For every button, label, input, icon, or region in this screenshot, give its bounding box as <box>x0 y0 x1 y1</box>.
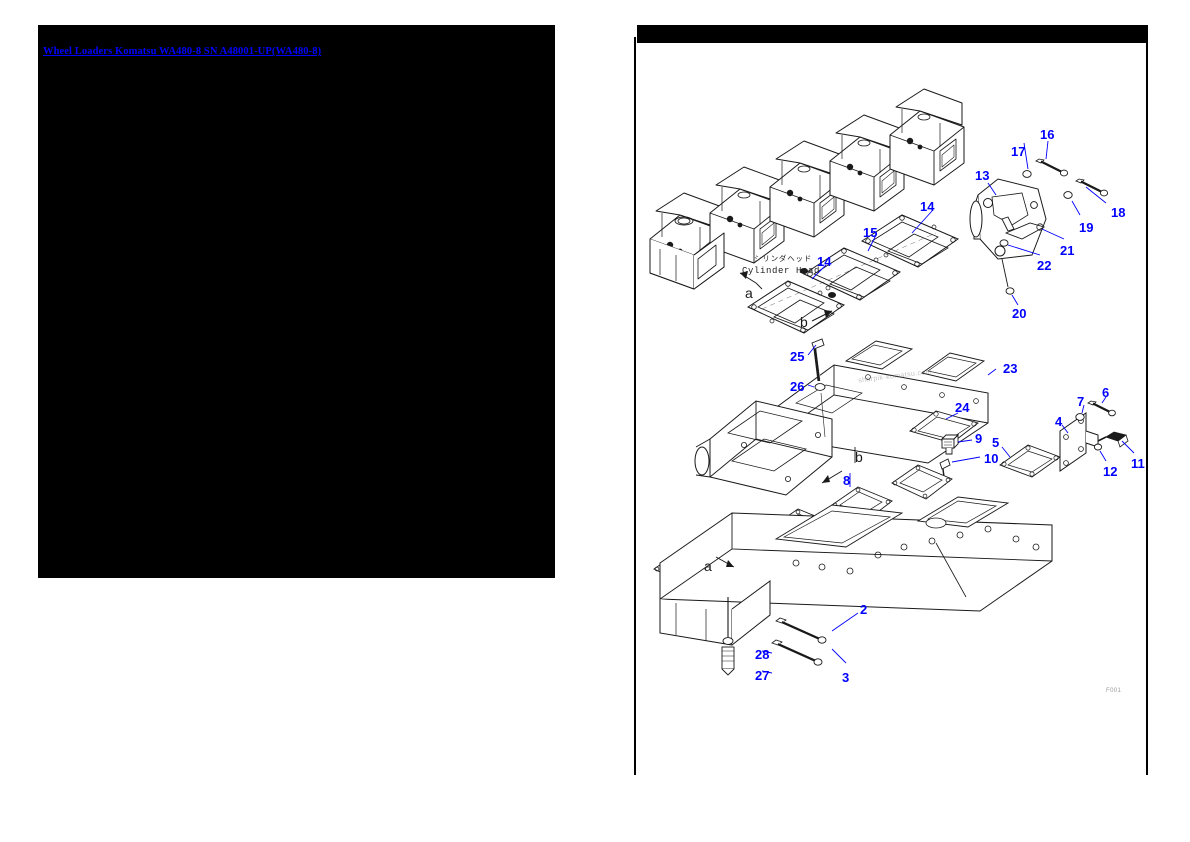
diagram-frame-left-border <box>634 37 636 775</box>
part-callout-15[interactable]: 15 <box>863 225 878 240</box>
part-callout-26[interactable]: 26 <box>790 379 805 394</box>
part-callout-22[interactable]: 22 <box>1037 258 1052 273</box>
product-image-panel: Wheel Loaders Komatsu WA480-8 SN A48001-… <box>38 25 555 578</box>
part-callout-6[interactable]: 6 <box>1102 385 1110 400</box>
cylinder-head-assembly <box>649 88 965 290</box>
caption-cylinder-head: シリンダヘッド Cylinder Head <box>742 255 820 276</box>
figure-code: F001 <box>1106 688 1122 694</box>
part-callout-21[interactable]: 21 <box>1060 243 1075 258</box>
part-callout-8[interactable]: 8 <box>843 473 851 488</box>
diagram-header-bar <box>637 25 1148 43</box>
cover-plate-group <box>999 396 1135 478</box>
part-callout-13[interactable]: 13 <box>975 168 990 183</box>
bolt-25-washer-26 <box>807 338 826 438</box>
part-callout-4[interactable]: 4 <box>1055 414 1063 429</box>
manifold-mount-fasteners <box>721 597 859 676</box>
part-callout-10[interactable]: 10 <box>984 451 999 466</box>
part-callout-24[interactable]: 24 <box>955 400 970 415</box>
reference-mark-a-flange: a <box>704 558 712 574</box>
diagram-canvas: シリンダヘッド Cylinder Head sharpik-komatsu.co… <box>636 43 1146 773</box>
caption-japanese: シリンダヘッド <box>754 256 813 264</box>
part-callout-20[interactable]: 20 <box>1012 306 1027 321</box>
part-callout-17[interactable]: 17 <box>1011 144 1026 159</box>
part-callout-23[interactable]: 23 <box>1003 361 1018 376</box>
part-callout-5[interactable]: 5 <box>992 435 1000 450</box>
reference-mark-a-head: a <box>745 285 753 301</box>
part-callout-16[interactable]: 16 <box>1040 127 1055 142</box>
part-callout-28[interactable]: 28 <box>755 647 770 662</box>
part-callout-11[interactable]: 11 <box>1131 456 1145 471</box>
part-callout-18[interactable]: 18 <box>1111 205 1126 220</box>
intake-gaskets-group <box>747 210 959 334</box>
part-callout-14b[interactable]: 14 <box>920 199 935 214</box>
diagram-frame-right-border <box>1146 37 1148 775</box>
lower-manifold-assembly <box>653 464 1053 646</box>
gasket-24-sensor-group <box>909 410 981 486</box>
reference-mark-b-manifold: b <box>855 449 863 465</box>
part-callout-2[interactable]: 2 <box>860 602 868 617</box>
part-callout-19[interactable]: 19 <box>1079 220 1094 235</box>
part-callout-3[interactable]: 3 <box>842 670 850 685</box>
inlet-casting-8 <box>694 400 856 496</box>
part-callout-25[interactable]: 25 <box>790 349 805 364</box>
parts-diagram-panel: シリンダヘッド Cylinder Head sharpik-komatsu.co… <box>634 25 1148 775</box>
part-callout-7[interactable]: 7 <box>1077 394 1085 409</box>
reference-mark-b-gasket: b <box>800 314 808 330</box>
catalog-title-link[interactable]: Wheel Loaders Komatsu WA480-8 SN A48001-… <box>43 46 322 57</box>
thermostat-housing-group <box>969 140 1109 306</box>
part-callout-9[interactable]: 9 <box>975 431 983 446</box>
part-callout-14a[interactable]: 14 <box>817 254 832 269</box>
part-callout-27[interactable]: 27 <box>755 668 770 683</box>
caption-english: Cylinder Head <box>742 265 821 276</box>
part-callout-12[interactable]: 12 <box>1103 464 1118 479</box>
exploded-assembly-drawing <box>649 88 1135 676</box>
